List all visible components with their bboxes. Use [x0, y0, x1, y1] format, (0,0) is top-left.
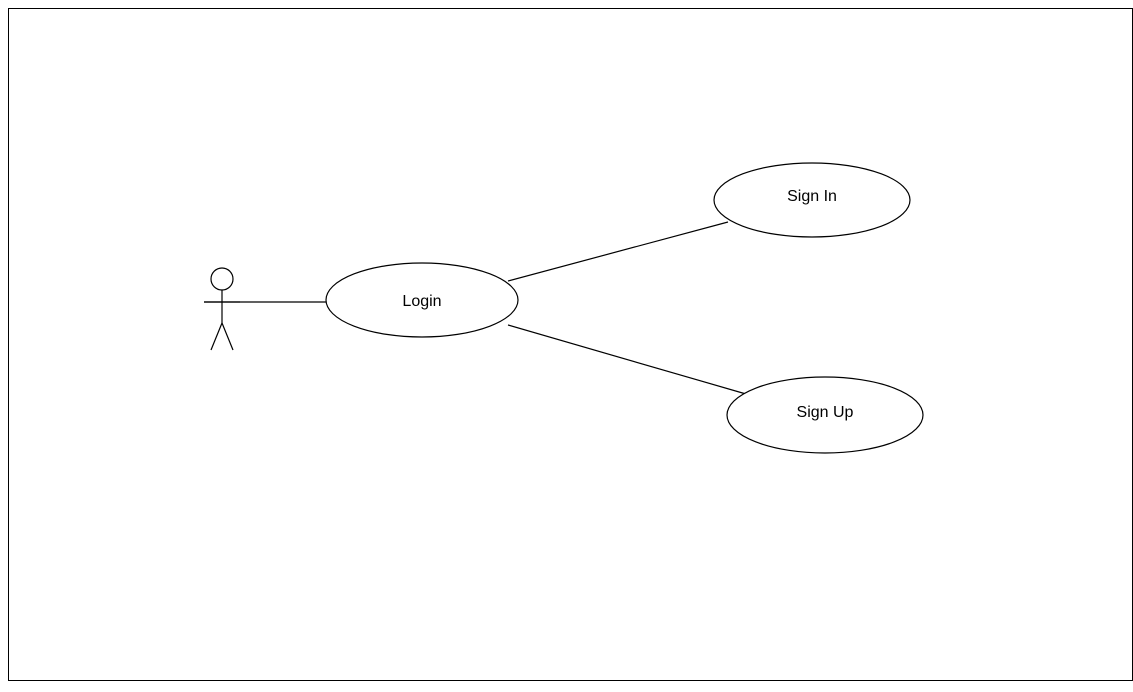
association-login-signup [507, 324, 747, 395]
use-case-sign-up-ellipse [726, 376, 924, 454]
use-case-login-label: Login [402, 293, 441, 310]
use-case-login-ellipse [325, 262, 519, 338]
actor-stick-figure-icon[interactable] [204, 267, 240, 351]
use-case-sign-in-label: Sign In [787, 188, 837, 205]
actor-left-leg [210, 322, 223, 351]
use-case-sign-in-ellipse [713, 162, 911, 238]
diagram-frame [8, 8, 1133, 681]
association-login-signin [507, 221, 729, 282]
use-case-login[interactable]: Login [325, 262, 519, 338]
use-case-sign-up-label: Sign Up [797, 404, 854, 421]
actor-right-leg [221, 322, 234, 351]
use-case-sign-in[interactable]: Sign In [713, 162, 911, 238]
use-case-sign-up[interactable]: Sign Up [726, 376, 924, 454]
actor-head [210, 267, 234, 291]
